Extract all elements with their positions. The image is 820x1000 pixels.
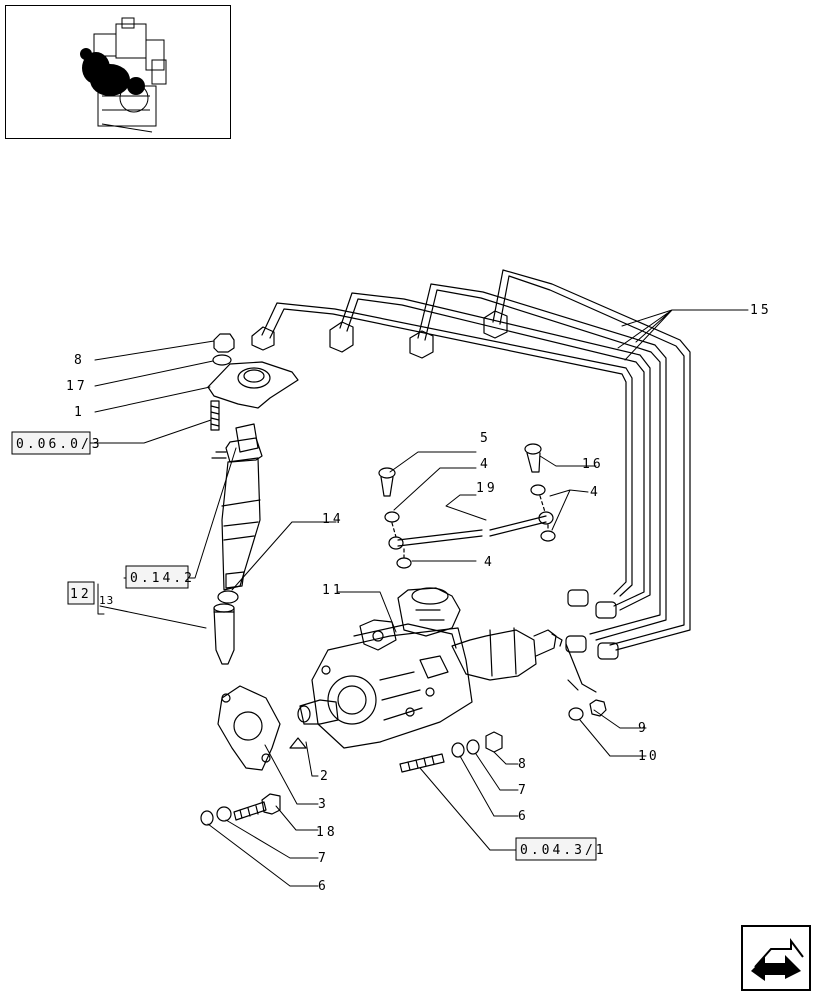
callout-18: 18 — [316, 825, 338, 840]
screw-16 — [524, 443, 542, 473]
nut-9 — [589, 699, 607, 717]
screw-5 — [378, 467, 396, 497]
callout-7-left: 7 — [318, 851, 329, 866]
leader-lines — [89, 309, 749, 887]
stud-long — [399, 753, 445, 773]
leak-off-pipe — [388, 495, 554, 559]
callout-15: 15 — [750, 303, 772, 318]
injection-pump — [297, 587, 597, 749]
ref-box-12 — [67, 581, 95, 605]
washer-4b — [530, 484, 546, 496]
ref-0-06-0-3[interactable]: 0.06.0/3 — [16, 437, 103, 452]
callout-14: 14 — [322, 512, 344, 527]
washer-6b — [451, 742, 465, 758]
callout-6-left: 6 — [318, 879, 329, 894]
callout-12: 12 — [70, 587, 92, 602]
gasket — [217, 685, 281, 771]
callout-8-bottom: 8 — [518, 757, 529, 772]
callout-19: 19 — [476, 481, 498, 496]
callout-16: 16 — [582, 457, 604, 472]
callout-17: 17 — [66, 379, 88, 394]
nut-8b — [485, 731, 503, 753]
callout-4-a: 4 — [480, 457, 491, 472]
clamp-nut-washer — [207, 333, 299, 409]
injection-pipes — [251, 269, 691, 660]
nozzle — [213, 603, 235, 665]
bolt-18 — [233, 793, 281, 821]
callout-8-top: 8 — [74, 353, 85, 368]
callout-2: 2 — [320, 769, 331, 784]
callout-11: 11 — [322, 583, 344, 598]
o-ring — [217, 590, 239, 604]
key — [289, 737, 307, 749]
ref-box-0142[interactable] — [125, 565, 189, 589]
callout-6-right: 6 — [518, 809, 529, 824]
washer-10 — [568, 707, 584, 721]
washer-6a — [200, 810, 214, 826]
ref-box-0603[interactable] — [11, 431, 91, 455]
washer-4c — [540, 530, 556, 542]
next-page-button[interactable] — [741, 925, 811, 991]
engine-thumbnail-icon — [80, 17, 167, 133]
callout-10: 10 — [638, 749, 660, 764]
washer-7a — [216, 806, 232, 822]
ref-box-0043[interactable] — [515, 837, 597, 861]
ref-0-14-2[interactable]: 0.14.2 — [130, 571, 195, 586]
stud — [210, 400, 220, 431]
callout-3: 3 — [318, 797, 329, 812]
callout-4-b: 4 — [590, 485, 601, 500]
callout-5: 5 — [480, 431, 491, 446]
washer-7b — [466, 739, 480, 755]
callout-7-right: 7 — [518, 783, 529, 798]
washer-4d — [396, 557, 412, 569]
next-page-arrow-icon — [751, 938, 804, 981]
ref-0-04-3-1[interactable]: 0.04.3/1 — [520, 843, 607, 858]
washer-4a — [384, 511, 400, 523]
callout-labels: 8 17 1 15 5 4 16 19 4 4 14 11 2 3 18 7 6… — [11, 303, 772, 894]
callout-9: 9 — [638, 721, 649, 736]
injector — [211, 423, 263, 591]
engine-thumbnail — [5, 5, 231, 139]
callout-13: 13 — [99, 594, 114, 607]
callout-1: 1 — [74, 405, 85, 420]
callout-4-c: 4 — [484, 555, 495, 570]
